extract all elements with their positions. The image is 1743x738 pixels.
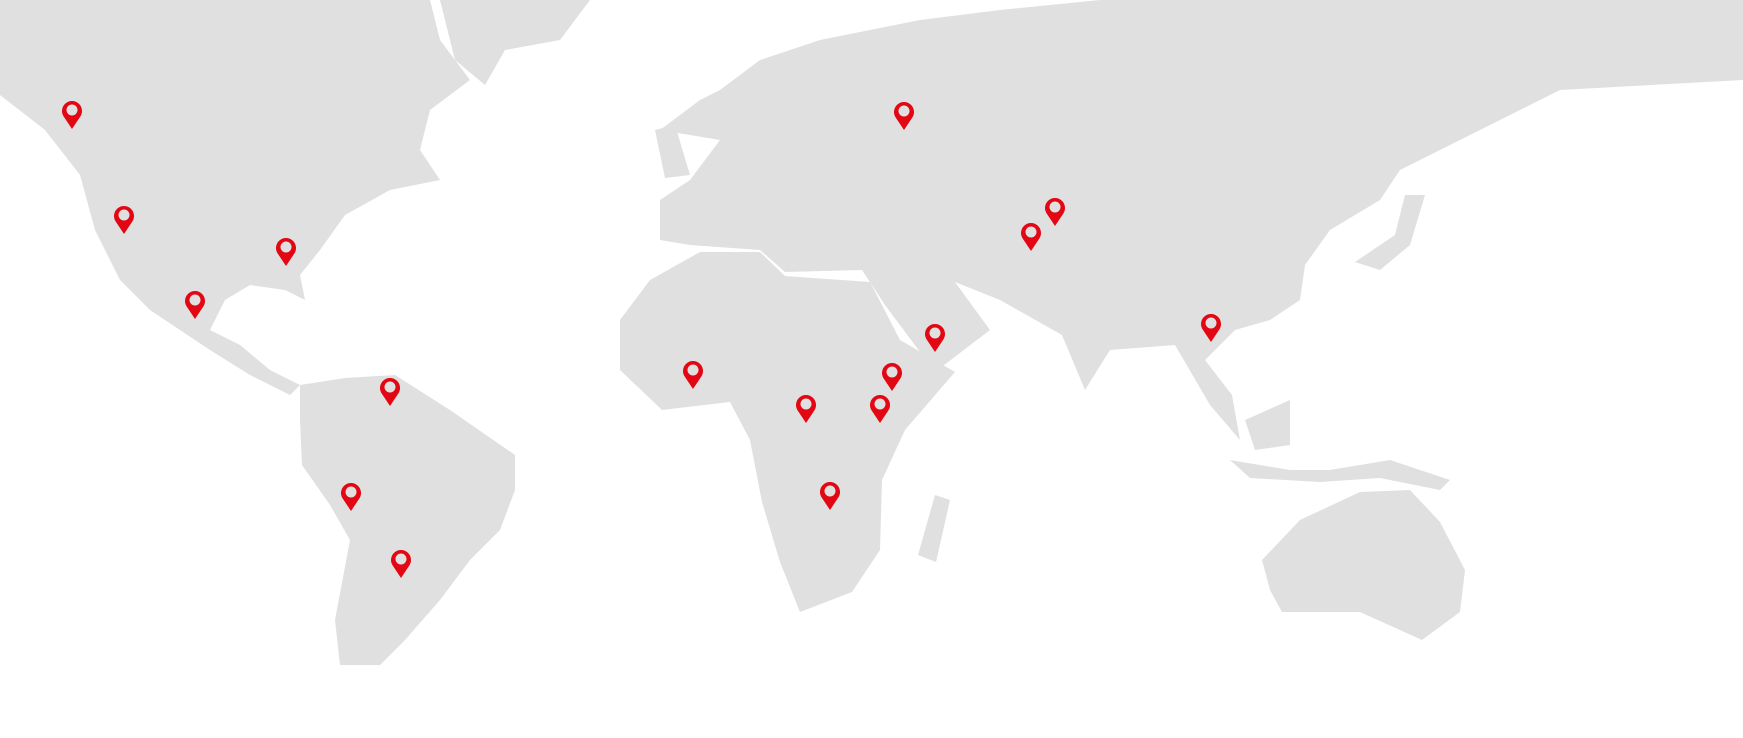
africa bbox=[620, 252, 955, 612]
map-pin-icon[interactable] bbox=[683, 361, 703, 389]
indonesia bbox=[1230, 460, 1450, 490]
madagascar bbox=[918, 495, 950, 562]
map-pin-icon[interactable] bbox=[1201, 314, 1221, 342]
north-america bbox=[0, 0, 470, 395]
map-pin-icon[interactable] bbox=[796, 395, 816, 423]
australia bbox=[1262, 490, 1465, 640]
map-pin-icon[interactable] bbox=[1021, 223, 1041, 251]
map-pin-icon[interactable] bbox=[62, 101, 82, 129]
map-pin-icon[interactable] bbox=[894, 102, 914, 130]
map-pin-icon[interactable] bbox=[380, 378, 400, 406]
borneo bbox=[1245, 400, 1290, 450]
map-pin-icon[interactable] bbox=[114, 206, 134, 234]
map-pin-icon[interactable] bbox=[391, 550, 411, 578]
map-pin-icon[interactable] bbox=[882, 363, 902, 391]
map-pin-icon[interactable] bbox=[276, 238, 296, 266]
map-pin-icon[interactable] bbox=[185, 291, 205, 319]
map-pin-icon[interactable] bbox=[870, 395, 890, 423]
map-pin-icon[interactable] bbox=[341, 483, 361, 511]
south-america bbox=[300, 375, 515, 665]
uk-ireland bbox=[655, 125, 690, 178]
map-pin-icon[interactable] bbox=[1045, 198, 1065, 226]
map-pin-icon[interactable] bbox=[820, 482, 840, 510]
greenland bbox=[440, 0, 590, 85]
markers-layer bbox=[62, 101, 1221, 578]
map-pin-icon[interactable] bbox=[925, 324, 945, 352]
japan bbox=[1355, 195, 1425, 270]
